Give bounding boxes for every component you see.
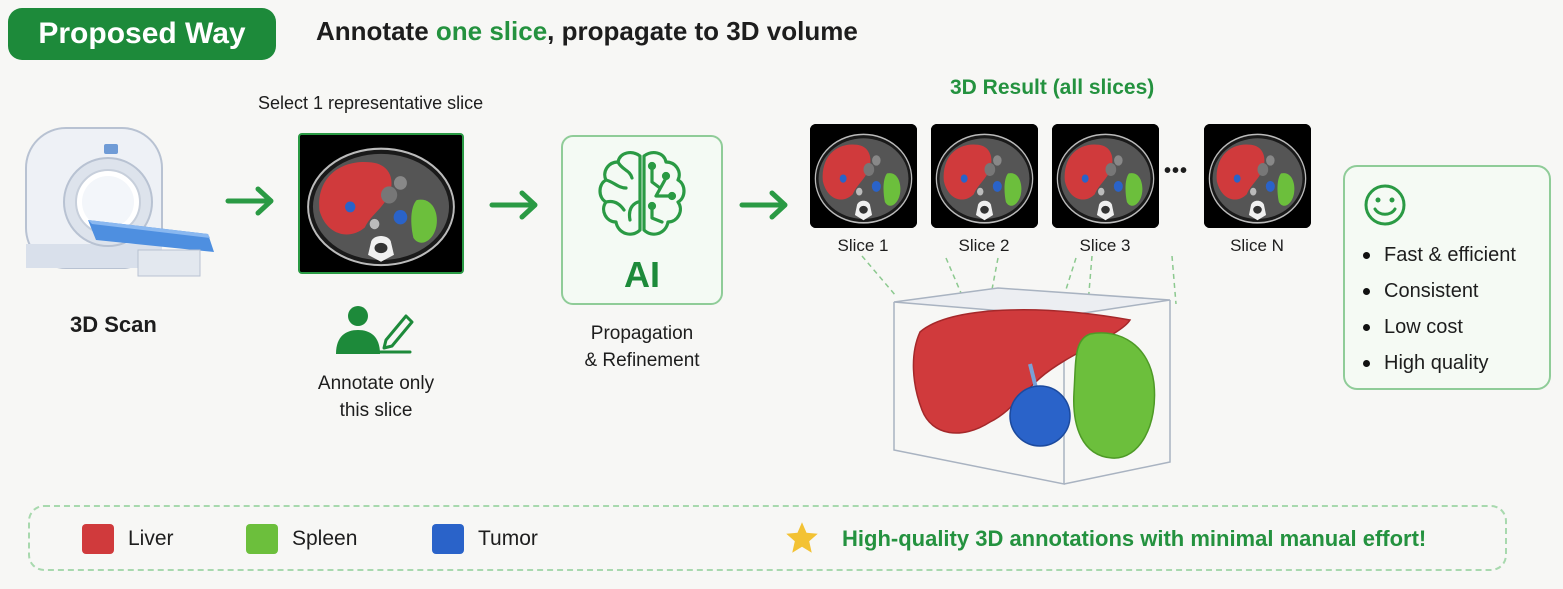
legend-label-spleen: Spleen bbox=[292, 527, 358, 550]
scan-label: 3D Scan bbox=[70, 312, 157, 337]
propagation-line-1: Propagation bbox=[590, 323, 694, 344]
arrow-right-icon bbox=[739, 190, 788, 220]
benefits-panel: Fast & efficient Consistent Low cost Hig… bbox=[1343, 165, 1551, 390]
benefit-label: High quality bbox=[1384, 352, 1489, 374]
headline-post: , propagate to 3D volume bbox=[547, 16, 858, 46]
arrow-right-icon bbox=[225, 186, 274, 216]
ct-slice-image bbox=[931, 124, 1038, 228]
ai-box bbox=[561, 135, 723, 305]
benefit-label: Consistent bbox=[1384, 280, 1479, 302]
benefit-item: Consistent bbox=[1363, 273, 1516, 309]
headline-highlight: one slice bbox=[435, 16, 548, 46]
benefits-list: Fast & efficient Consistent Low cost Hig… bbox=[1363, 237, 1516, 381]
spleen-swatch bbox=[246, 524, 278, 554]
headline: Annotate one slice, propagate to 3D volu… bbox=[316, 16, 858, 47]
slice-label-2: Slice 2 bbox=[958, 236, 1010, 255]
selected-slice bbox=[298, 133, 464, 274]
ai-label: AI bbox=[624, 254, 660, 295]
propagation-line-2: & Refinement bbox=[584, 350, 700, 371]
slice-thumbnail bbox=[1204, 124, 1311, 228]
slice-label-1: Slice 1 bbox=[837, 236, 889, 255]
legend-label-liver: Liver bbox=[128, 527, 174, 550]
annotate-line-1: Annotate only bbox=[317, 373, 435, 394]
propagation-label: Propagation & Refinement bbox=[552, 320, 732, 374]
slice-label-3: Slice 3 bbox=[1079, 236, 1131, 255]
smiley-icon bbox=[1364, 184, 1406, 226]
legend bbox=[28, 505, 1507, 571]
legend-label-tumor: Tumor bbox=[478, 527, 538, 550]
ct-slice-image bbox=[1052, 124, 1159, 228]
arrow-right-icon bbox=[489, 190, 538, 220]
benefit-item: Low cost bbox=[1363, 309, 1516, 345]
headline-pre: Annotate bbox=[316, 16, 436, 46]
slice-ellipsis: ••• bbox=[1164, 160, 1189, 182]
tumor-swatch bbox=[432, 524, 464, 554]
ct-slice-image bbox=[300, 135, 462, 272]
slice-label-n: Slice N bbox=[1230, 236, 1284, 255]
3d-volume-illustration bbox=[861, 255, 1177, 485]
result-title: 3D Result (all slices) bbox=[950, 76, 1155, 99]
ct-slice-image bbox=[810, 124, 917, 228]
brain-icon bbox=[598, 151, 686, 236]
benefit-item: High quality bbox=[1363, 345, 1516, 381]
annotate-label: Annotate only this slice bbox=[286, 370, 466, 424]
star-icon bbox=[786, 522, 818, 553]
liver-swatch bbox=[82, 524, 114, 554]
benefit-label: Low cost bbox=[1384, 316, 1463, 338]
benefit-label: Fast & efficient bbox=[1384, 244, 1516, 266]
annotate-line-2: this slice bbox=[339, 400, 413, 421]
slice-thumbnail bbox=[810, 124, 917, 228]
benefit-item: Fast & efficient bbox=[1363, 237, 1516, 273]
slice-thumbnail bbox=[1052, 124, 1159, 228]
proposed-way-badge: Proposed Way bbox=[8, 8, 276, 60]
tagline: High-quality 3D annotations with minimal… bbox=[842, 526, 1427, 551]
select-caption: Select 1 representative slice bbox=[258, 93, 484, 113]
user-pencil-icon bbox=[336, 306, 414, 354]
ct-scanner-icon bbox=[25, 127, 214, 277]
slice-thumbnail bbox=[931, 124, 1038, 228]
ct-slice-image bbox=[1204, 124, 1311, 228]
